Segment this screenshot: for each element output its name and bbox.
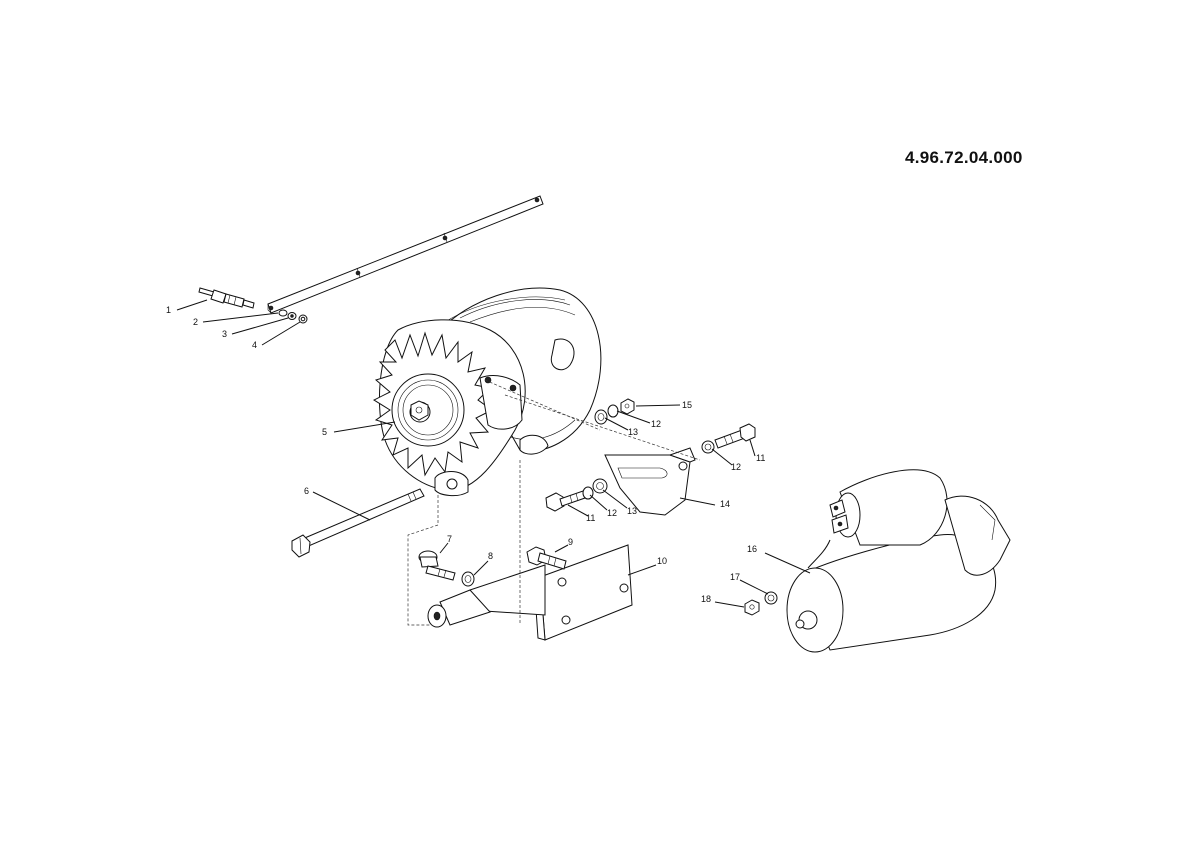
callout-12-right: 12 bbox=[731, 462, 741, 472]
callout-1: 1 bbox=[166, 305, 171, 315]
leader-lines bbox=[176, 299, 811, 608]
callout-3: 3 bbox=[222, 329, 227, 339]
callout-13-upper: 13 bbox=[628, 427, 638, 437]
callout-13-lower: 13 bbox=[627, 506, 637, 516]
adjusting-bracket bbox=[604, 447, 696, 516]
callout-6: 6 bbox=[304, 486, 309, 496]
bolt-9 bbox=[526, 546, 567, 570]
long-bolt bbox=[291, 488, 425, 558]
callout-12-mid: 12 bbox=[651, 419, 661, 429]
callout-11-upper: 11 bbox=[756, 453, 765, 463]
starter-fasteners bbox=[744, 591, 778, 616]
glow-plug bbox=[198, 287, 255, 309]
callout-labels: 1 2 3 4 5 6 7 8 9 10 11 11 12 12 12 13 1… bbox=[166, 305, 765, 604]
callout-14: 14 bbox=[720, 499, 730, 509]
callout-10: 10 bbox=[657, 556, 667, 566]
callout-15: 15 bbox=[682, 400, 692, 410]
starter-motor bbox=[786, 469, 1011, 653]
callout-16: 16 bbox=[747, 544, 757, 554]
callout-5: 5 bbox=[322, 427, 327, 437]
bolt-7 bbox=[418, 550, 475, 587]
bolt-11-upper bbox=[701, 423, 756, 454]
callout-18: 18 bbox=[701, 594, 711, 604]
glow-plug-bus-bar bbox=[267, 195, 544, 314]
callout-8: 8 bbox=[488, 551, 493, 561]
nut-15-washers bbox=[594, 398, 635, 425]
alternator bbox=[372, 287, 602, 497]
drawing-number: 4.96.72.04.000 bbox=[905, 148, 1023, 167]
bolt-11-lower bbox=[545, 478, 608, 512]
callout-17: 17 bbox=[730, 572, 740, 582]
callout-9: 9 bbox=[568, 537, 573, 547]
callout-11-lower: 11 bbox=[586, 513, 595, 523]
callout-4: 4 bbox=[252, 340, 257, 350]
small-washers bbox=[278, 309, 308, 324]
callout-7: 7 bbox=[447, 534, 452, 544]
callout-2: 2 bbox=[193, 317, 198, 327]
callout-12-lower: 12 bbox=[607, 508, 617, 518]
